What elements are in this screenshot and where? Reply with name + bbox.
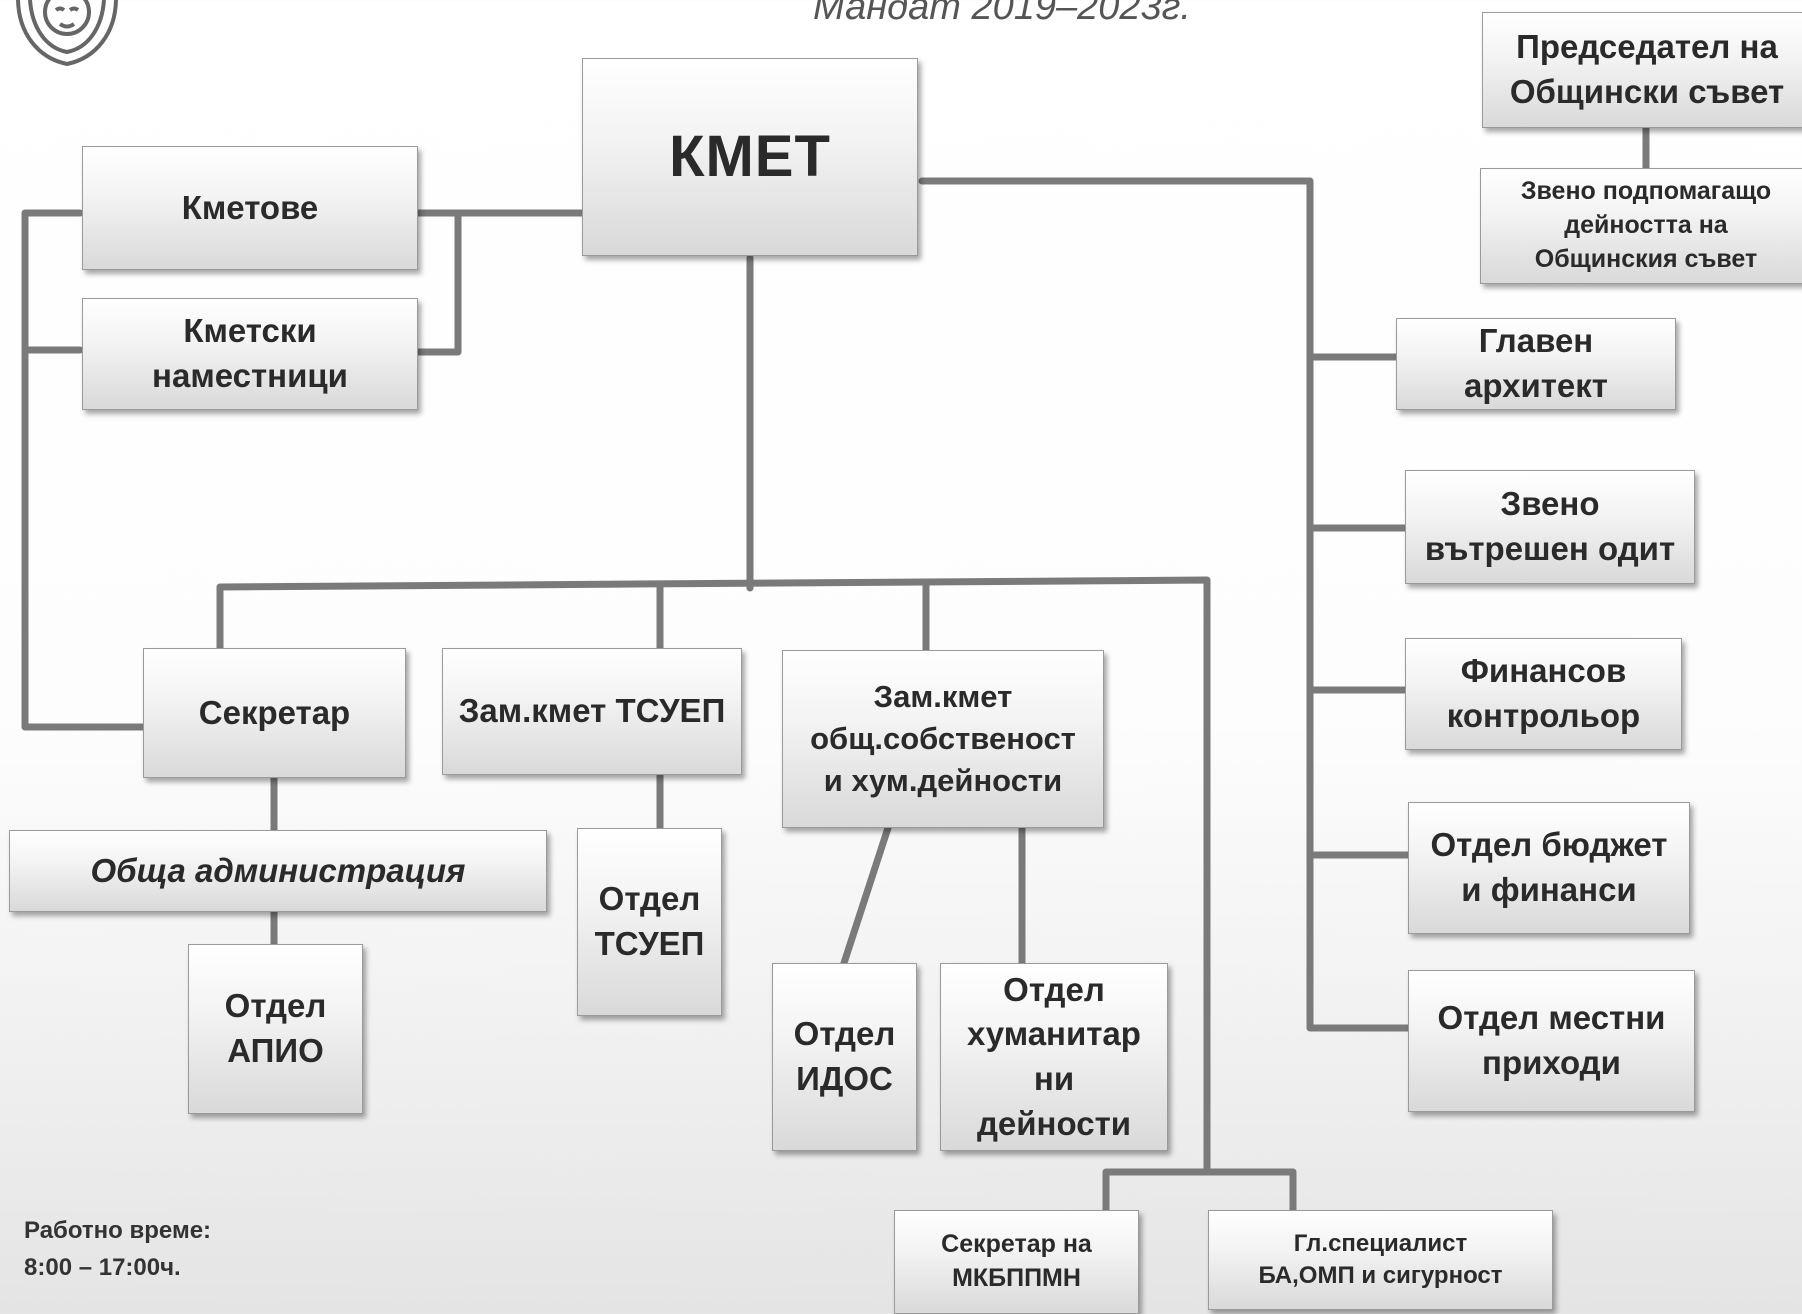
working-hours-label: Работно време:	[24, 1217, 212, 1244]
municipal-crest-icon	[16, 0, 118, 67]
internal-audit-unit-box[interactable]: Звено вътрешен одит	[1405, 470, 1695, 584]
general-administration-box[interactable]: Обща администрация	[9, 830, 547, 912]
mandate-term: Мандат 2019–2023г.	[813, 0, 1191, 28]
dept-apio-box[interactable]: Отдел АПИО	[188, 944, 363, 1114]
chief-architect-box[interactable]: Главен архитект	[1396, 318, 1676, 410]
secretary-box[interactable]: Секретар	[143, 648, 406, 778]
dept-tsuep-box[interactable]: Отдел ТСУЕП	[577, 828, 722, 1016]
deputy-mayor-property-box[interactable]: Зам.кмет общ.собственост и хум.дейности	[782, 650, 1104, 828]
deputy-village-mayors-box[interactable]: Кметски наместници	[82, 298, 418, 410]
dept-idos-box[interactable]: Отдел ИДОС	[772, 963, 917, 1151]
deputy-mayor-tsuep-box[interactable]: Зам.кмет ТСУЕП	[442, 648, 742, 775]
council-support-unit-box[interactable]: Звено подпомагащо дейността на Общинския…	[1480, 168, 1802, 284]
mkbppmn-secretary-box[interactable]: Секретар на МКБППМН	[894, 1210, 1139, 1314]
chief-specialist-security-box[interactable]: Гл.специалист БА,ОМП и сигурност	[1208, 1210, 1553, 1310]
dept-humanitarian-box[interactable]: Отдел хуманитар ни дейности	[940, 963, 1168, 1151]
working-hours: Работно време: 8:00 – 17:00ч.	[24, 1212, 211, 1286]
working-hours-value: 8:00 – 17:00ч.	[24, 1254, 181, 1282]
council-chair-box[interactable]: Председател на Общински съвет	[1482, 12, 1802, 128]
financial-controller-box[interactable]: Финансов контрольор	[1405, 638, 1682, 750]
dept-budget-finance-box[interactable]: Отдел бюджет и финанси	[1408, 802, 1690, 934]
mayor-box[interactable]: КМЕТ	[582, 58, 918, 256]
dept-local-revenue-box[interactable]: Отдел местни приходи	[1408, 970, 1695, 1112]
village-mayors-box[interactable]: Кметове	[82, 146, 418, 270]
